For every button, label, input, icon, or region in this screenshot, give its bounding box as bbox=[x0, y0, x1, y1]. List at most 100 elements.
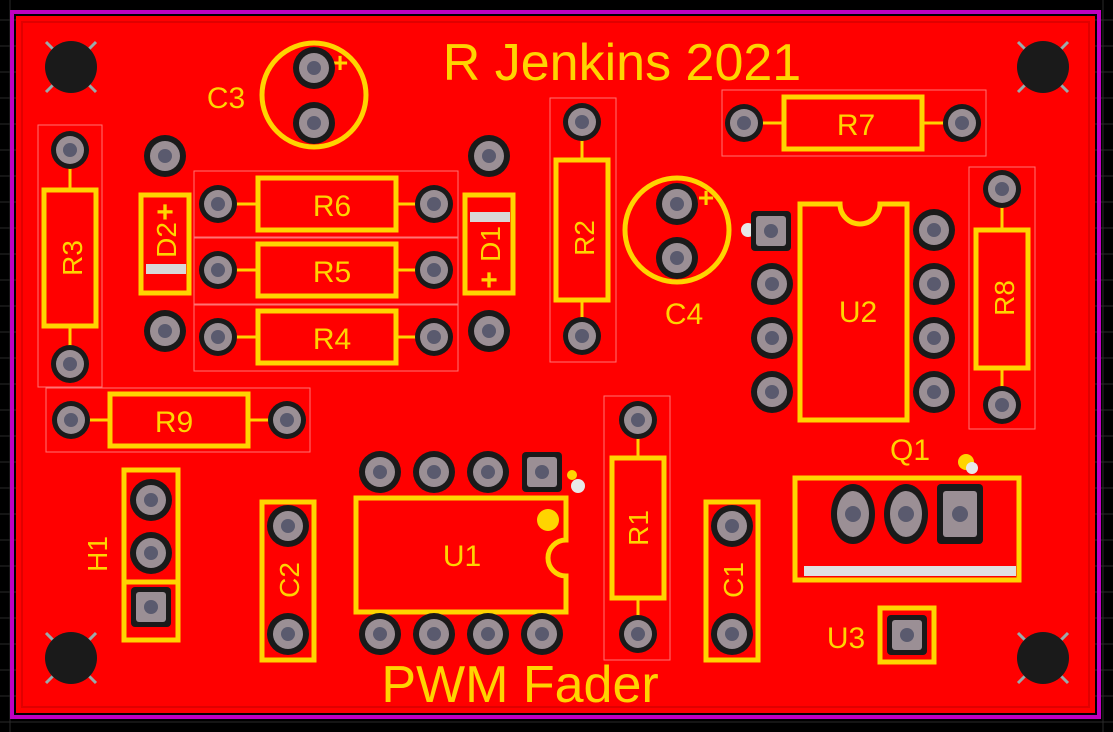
label-r5: R5 bbox=[313, 256, 351, 289]
pad bbox=[51, 345, 89, 383]
label-h1: H1 bbox=[82, 536, 113, 572]
capacitor-c3: + C3 bbox=[207, 40, 369, 150]
label-c4: C4 bbox=[665, 298, 703, 331]
capacitor-c4: + C4 bbox=[622, 175, 732, 331]
pad bbox=[751, 263, 793, 305]
pad bbox=[711, 613, 753, 655]
pad-square bbox=[937, 484, 983, 544]
label-r2: R2 bbox=[569, 220, 600, 256]
pad bbox=[751, 317, 793, 359]
pad bbox=[521, 613, 563, 655]
label-c1: C1 bbox=[718, 562, 749, 598]
pad bbox=[199, 318, 237, 356]
board-edge bbox=[10, 10, 1101, 719]
ic-u2: U2 bbox=[741, 201, 910, 423]
pad bbox=[913, 263, 955, 305]
pad bbox=[983, 170, 1021, 208]
pad bbox=[913, 371, 955, 413]
mounting-hole-tr bbox=[1016, 40, 1070, 94]
pad bbox=[563, 317, 601, 355]
label-c2: C2 bbox=[274, 562, 305, 598]
pad bbox=[293, 47, 335, 89]
copper-pour-inner bbox=[21, 21, 1090, 708]
pad bbox=[415, 185, 453, 223]
label-u2: U2 bbox=[839, 296, 877, 329]
board-title: R Jenkins 2021 bbox=[443, 34, 801, 92]
label-u1: U1 bbox=[443, 540, 481, 573]
label-d2: D2 bbox=[151, 222, 182, 258]
pad bbox=[144, 310, 186, 352]
label-r1: R1 bbox=[623, 510, 654, 546]
resistor-r9: R9 bbox=[45, 387, 311, 453]
pad bbox=[619, 401, 657, 439]
label-c3: C3 bbox=[207, 82, 245, 115]
header-h1: H1 bbox=[82, 467, 181, 643]
label-r8: R8 bbox=[989, 280, 1020, 316]
pad-square bbox=[751, 211, 791, 251]
label-d1: D1 bbox=[475, 226, 506, 262]
pad bbox=[199, 185, 237, 223]
pad bbox=[751, 371, 793, 413]
pad bbox=[413, 613, 455, 655]
pad-oval bbox=[831, 484, 875, 544]
pad bbox=[415, 318, 453, 356]
pad-oval bbox=[884, 484, 928, 544]
pad-square bbox=[131, 587, 171, 627]
pads bbox=[51, 47, 1021, 655]
svg-text:+: + bbox=[156, 196, 174, 229]
capacitor-c1: C1 bbox=[703, 499, 761, 663]
pad bbox=[52, 401, 90, 439]
label-r9: R9 bbox=[155, 406, 193, 439]
pad bbox=[656, 183, 698, 225]
board-subtitle: PWM Fader bbox=[381, 656, 658, 714]
label-r4: R4 bbox=[313, 323, 351, 356]
pad bbox=[51, 131, 89, 169]
capacitor-c2: C2 bbox=[259, 499, 317, 663]
resistor-r8: R8 bbox=[968, 166, 1036, 430]
pad bbox=[468, 310, 510, 352]
copper-pour bbox=[16, 16, 1095, 713]
pad bbox=[725, 104, 763, 142]
testpoint-u3: U3 bbox=[827, 605, 937, 665]
pad bbox=[983, 386, 1021, 424]
resistor-r6: R6 bbox=[193, 170, 459, 238]
pad bbox=[359, 451, 401, 493]
pad bbox=[711, 505, 753, 547]
pad bbox=[563, 103, 601, 141]
pad bbox=[267, 613, 309, 655]
ic-u1: U1 bbox=[353, 470, 585, 615]
pad bbox=[943, 104, 981, 142]
pad bbox=[415, 251, 453, 289]
resistor-r4: R4 bbox=[193, 304, 459, 372]
pad bbox=[656, 237, 698, 279]
label-u3: U3 bbox=[827, 622, 865, 655]
svg-text:+: + bbox=[698, 182, 714, 213]
pad bbox=[359, 613, 401, 655]
pad-square bbox=[887, 615, 927, 655]
pad bbox=[467, 613, 509, 655]
pad bbox=[267, 505, 309, 547]
pad bbox=[468, 135, 510, 177]
label-q1: Q1 bbox=[890, 434, 930, 467]
pad bbox=[619, 615, 657, 653]
mounting-hole-bl bbox=[44, 631, 98, 685]
pad bbox=[293, 102, 335, 144]
pad bbox=[913, 209, 955, 251]
pad bbox=[467, 451, 509, 493]
pad bbox=[199, 251, 237, 289]
diode-d2: + D2 bbox=[138, 192, 192, 296]
mounting-hole-br bbox=[1016, 631, 1070, 685]
label-r6: R6 bbox=[313, 190, 351, 223]
label-r3: R3 bbox=[57, 240, 88, 276]
mounting-hole-tl bbox=[44, 40, 98, 94]
resistor-r2: R2 bbox=[549, 97, 617, 363]
pad bbox=[144, 135, 186, 177]
svg-text:+: + bbox=[332, 47, 348, 78]
pad bbox=[130, 479, 172, 521]
transistor-q1: Q1 bbox=[792, 434, 1022, 583]
resistor-r3: R3 bbox=[37, 124, 103, 388]
diode-d1: + D1 bbox=[462, 192, 516, 297]
label-r7: R7 bbox=[837, 109, 875, 142]
pad bbox=[268, 401, 306, 439]
